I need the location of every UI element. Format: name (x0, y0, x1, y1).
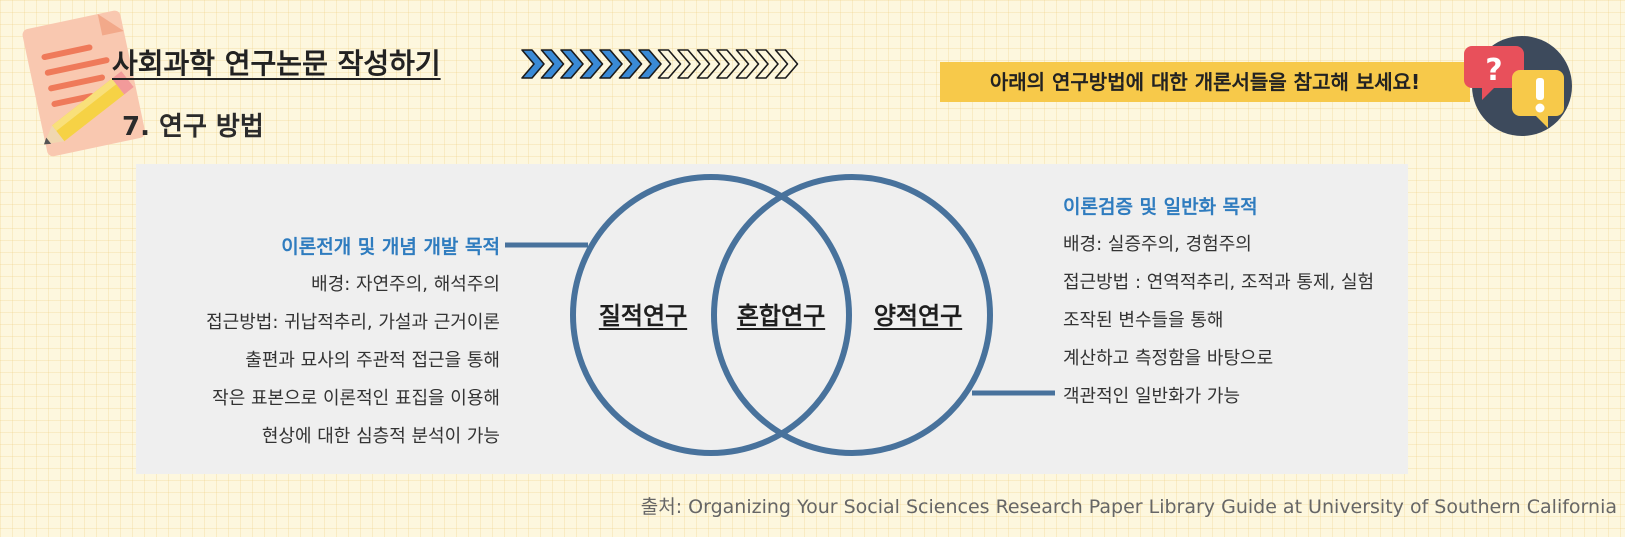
chevron-icon (657, 49, 682, 79)
source-citation: 출처: Organizing Your Social Sciences Rese… (640, 496, 1617, 518)
mixed-methods-label: 혼합연구 (736, 302, 826, 330)
quantitative-line: 조작된 변수들을 통해 (1063, 310, 1224, 331)
qualitative-description: 이론전개 및 개념 개발 목적 배경: 자연주의, 해석주의 접근방법: 귀납적… (206, 228, 500, 456)
question-exclamation-icon: ? (1464, 36, 1572, 136)
chevron-icon (716, 49, 740, 79)
quantitative-circle (711, 174, 993, 456)
quantitative-line: 접근방법 : 연역적추리, 조적과 통제, 실험 (1063, 272, 1375, 293)
chevron-icon (774, 49, 799, 79)
chevron-icon (735, 49, 760, 79)
quantitative-label: 양적연구 (873, 302, 963, 330)
qualitative-heading: 이론전개 및 개념 개발 목적 (281, 236, 500, 258)
chevron-icon (618, 49, 643, 79)
svg-text:?: ? (1485, 53, 1502, 88)
chevron-icon (677, 49, 701, 79)
chevron-icon (579, 49, 604, 79)
chevron-icon (599, 49, 623, 79)
quantitative-line: 객관적인 일반화가 가능 (1063, 386, 1241, 407)
chevron-icon (696, 49, 721, 79)
chevron-icon (755, 49, 779, 79)
qualitative-line: 현상에 대한 심층적 분석이 가능 (261, 426, 500, 447)
reference-notice-banner: 아래의 연구방법에 대한 개론서들을 참고해 보세요! (940, 62, 1470, 102)
qualitative-label: 질적연구 (598, 302, 688, 330)
quantitative-line: 배경: 실증주의, 경험주의 (1063, 234, 1252, 255)
qualitative-circle (570, 174, 852, 456)
chevron-icon (638, 49, 662, 79)
qualitative-line: 배경: 자연주의, 해석주의 (311, 274, 500, 295)
chevron-icon (540, 49, 565, 79)
content-panel (136, 164, 1408, 474)
quantitative-description: 이론검증 및 일반화 목적 배경: 실증주의, 경험주의 접근방법 : 연역적추… (1063, 188, 1374, 416)
page-title: 사회과학 연구논문 작성하기 (112, 47, 441, 80)
qualitative-line: 접근방법: 귀납적추리, 가설과 근거이론 (206, 312, 500, 333)
qualitative-line: 출편과 묘사의 주관적 접근을 통해 (245, 350, 500, 371)
qualitative-line: 작은 표본으로 이론적인 표집을 이용해 (212, 388, 500, 409)
paper-pencil-icon (22, 10, 146, 157)
chevron-icon (560, 49, 584, 79)
quantitative-heading: 이론검증 및 일반화 목적 (1063, 196, 1258, 218)
chevron-icon (521, 49, 545, 79)
quantitative-line: 계산하고 측정함을 바탕으로 (1063, 348, 1274, 369)
chevron-arrows-decoration (521, 49, 799, 79)
section-subtitle: 7. 연구 방법 (122, 112, 264, 142)
